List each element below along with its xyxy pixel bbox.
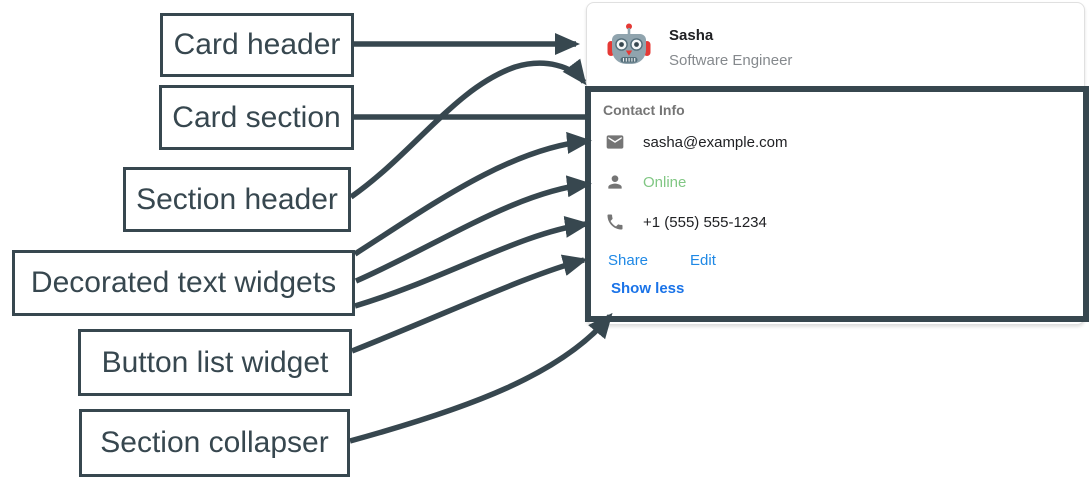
decorated-text-phone: +1 (555) 555-1234	[605, 212, 767, 232]
phone-text: +1 (555) 555-1234	[643, 213, 767, 231]
annotation-label: Card header	[173, 28, 341, 61]
annotation-decorated-text-widgets: Decorated text widgets	[12, 250, 355, 316]
edit-button[interactable]: Edit	[690, 252, 716, 269]
arrow-decorated-phone	[354, 215, 590, 309]
section-collapser-button[interactable]: Show less	[611, 280, 685, 297]
annotation-section-header: Section header	[123, 167, 351, 232]
status-text: Online	[643, 173, 687, 191]
arrow-decorated-email	[353, 131, 592, 257]
profile-name: Sasha	[669, 27, 714, 44]
annotation-card-header: Card header	[160, 13, 354, 77]
decorated-text-status: Online	[605, 172, 686, 192]
email-text: sasha@example.com	[643, 133, 788, 151]
email-icon	[605, 132, 625, 152]
arrow-section-header	[349, 58, 587, 200]
annotation-label: Card section	[172, 100, 341, 134]
arrow-section-collapser	[349, 312, 613, 444]
section-header-title: Contact Info	[603, 102, 685, 118]
annotation-button-list-widget: Button list widget	[78, 329, 352, 396]
annotation-label: Button list widget	[101, 345, 329, 379]
arrow-decorated-status	[354, 175, 592, 284]
phone-icon	[605, 212, 625, 232]
annotation-section-collapser: Section collapser	[79, 409, 350, 477]
annotation-card-section: Card section	[159, 85, 354, 150]
arrow-button-list	[350, 254, 588, 354]
card-header: Sasha Software Engineer	[587, 3, 1084, 87]
profile-subtitle: Software Engineer	[669, 52, 793, 69]
share-button[interactable]: Share	[608, 252, 649, 269]
robot-avatar-icon	[605, 20, 653, 68]
button-list: Share Edit	[608, 252, 716, 269]
annotation-label: Section collapser	[100, 426, 329, 459]
card-section: Contact Info sasha@example.com Online +1…	[585, 86, 1089, 322]
annotation-label: Decorated text widgets	[30, 266, 337, 299]
decorated-text-email: sasha@example.com	[605, 132, 787, 152]
annotation-label: Section header	[136, 182, 338, 216]
person-icon	[605, 172, 625, 192]
